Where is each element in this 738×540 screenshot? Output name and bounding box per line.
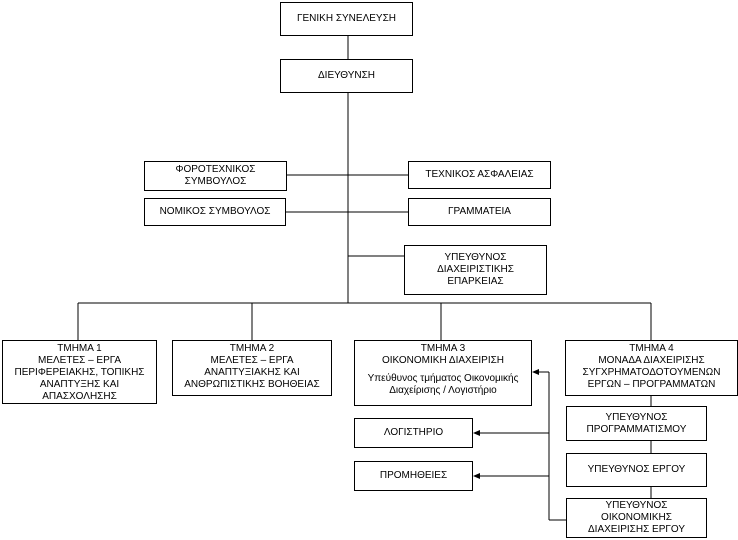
department-4-line: ΤΜΗΜΑ 4	[629, 343, 674, 354]
safety-technician-box: ΤΕΧΝΙΚΟΣ ΑΣΦΑΛΕΙΑΣ	[408, 161, 551, 189]
financial-officer-line: ΥΠΕΥΘΥΝΟΣ	[605, 500, 668, 511]
financial-officer-box: ΥΠΕΥΘΥΝΟΣ ΟΙΚΟΝΟΜΙΚΗΣ ΔΙΑΧΕΙΡΙΣΗΣ ΕΡΓΟΥ	[566, 498, 707, 538]
planning-officer-box: ΥΠΕΥΘΥΝΟΣ ΠΡΟΓΡΑΜΜΑΤΙΣΜΟΥ	[566, 406, 707, 441]
planning-officer-line: ΥΠΕΥΘΥΝΟΣ	[605, 411, 668, 423]
department-4-line: ΜΟΝΑΔΑ ΔΙΑΧΕΙΡΙΣΗΣ	[598, 355, 705, 366]
arrow-to-dept3	[532, 369, 539, 375]
department-1-line: ΤΜΗΜΑ 1	[57, 343, 102, 354]
department-3-box: ΤΜΗΜΑ 3 ΟΙΚΟΝΟΜΙΚΗ ΔΙΑΧΕΙΡΙΣΗ Υπεύθυνος …	[354, 340, 532, 406]
planning-officer-line: ΠΡΟΓΡΑΜΜΑΤΙΣΜΟΥ	[586, 423, 687, 435]
department-3-line: ΤΜΗΜΑ 3	[420, 343, 466, 354]
tax-advisor-line: ΦΟΡΟΤΕΧΝΙΚΟΣ	[175, 164, 256, 175]
adequacy-officer-line: ΥΠΕΥΘΥΝΟΣ	[444, 252, 507, 263]
department-3-line: ΟΙΚΟΝΟΜΙΚΗ ΔΙΑΧΕΙΡΙΣΗ	[381, 355, 505, 366]
financial-officer-line: ΟΙΚΟΝΟΜΙΚΗΣ	[601, 512, 672, 523]
safety-technician-label: ΤΕΧΝΙΚΟΣ ΑΣΦΑΛΕΙΑΣ	[425, 169, 534, 180]
legal-advisor-box: ΝΟΜΙΚΟΣ ΣΥΜΒΟΥΛΟΣ	[144, 198, 286, 226]
department-3-head-line: Υπεύθυνος τμήματος Οικονομικής	[367, 373, 519, 384]
secretariat-label: ΓΡΑΜΜΑΤΕΙΑ	[448, 206, 511, 217]
department-1-line: ΑΝΑΠΤΥΞΗΣ ΚΑΙ	[39, 379, 120, 390]
department-1-box: ΤΜΗΜΑ 1 ΜΕΛΕΤΕΣ – ΕΡΓΑ ΠΕΡΙΦΕΡΕΙΑΚΗΣ, ΤΟ…	[2, 340, 157, 404]
procurement-box: ΠΡΟΜΗΘΕΙΕΣ	[354, 461, 473, 491]
adequacy-officer-box: ΥΠΕΥΘΥΝΟΣ ΔΙΑΧΕΙΡΙΣΤΙΚΗΣ ΕΠΑΡΚΕΙΑΣ	[404, 245, 547, 295]
adequacy-officer-line: ΔΙΑΧΕΙΡΙΣΤΙΚΗΣ	[437, 264, 514, 275]
department-3-head-line: Διαχείρισης / Λογιστήριο	[389, 385, 497, 396]
financial-officer-line: ΔΙΑΧΕΙΡΙΣΗΣ ΕΡΓΟΥ	[587, 524, 686, 535]
department-2-box: ΤΜΗΜΑ 2 ΜΕΛΕΤΕΣ – ΕΡΓΑ ΑΝΑΠΤΥΞΙΑΚΗΣ ΚΑΙ …	[172, 340, 332, 396]
project-officer-box: ΥΠΕΥΘΥΝΟΣ ΕΡΓΟΥ	[566, 453, 707, 487]
tax-advisor-line: ΣΥΜΒΟΥΛΟΣ	[184, 176, 247, 187]
arrow-to-procurement	[473, 473, 480, 479]
secretariat-box: ΓΡΑΜΜΑΤΕΙΑ	[408, 198, 551, 226]
department-4-line: ΕΡΓΩΝ – ΠΡΟΓΡΑΜΜΑΤΩΝ	[587, 379, 716, 390]
accounting-box: ΛΟΓΙΣΤΗΡΙΟ	[354, 418, 473, 448]
department-4-box: ΤΜΗΜΑ 4 ΜΟΝΑΔΑ ΔΙΑΧΕΙΡΙΣΗΣ ΣΥΓΧΡΗΜΑΤΟΔΟΤ…	[565, 340, 738, 396]
department-1-line: ΠΕΡΙΦΕΡΕΙΑΚΗΣ, ΤΟΠΙΚΗΣ	[14, 367, 145, 378]
department-1-line: ΜΕΛΕΤΕΣ – ΕΡΓΑ	[37, 355, 122, 366]
management-box: ΔΙΕΥΘΥΝΣΗ	[280, 59, 413, 93]
arrow-to-accounting	[473, 430, 480, 436]
management-label: ΔΙΕΥΘΥΝΣΗ	[318, 70, 375, 81]
tax-advisor-box: ΦΟΡΟΤΕΧΝΙΚΟΣ ΣΥΜΒΟΥΛΟΣ	[144, 161, 287, 191]
department-2-line: ΜΕΛΕΤΕΣ – ΕΡΓΑ	[210, 355, 294, 366]
department-4-line: ΣΥΓΧΡΗΜΑΤΟΔΟΤΟΥΜΕΝΩΝ	[582, 367, 721, 378]
adequacy-officer-line: ΕΠΑΡΚΕΙΑΣ	[447, 276, 504, 287]
general-assembly-box: ΓΕΝΙΚΗ ΣΥΝΕΛΕΥΣΗ	[280, 2, 413, 36]
accounting-label: ΛΟΓΙΣΤΗΡΙΟ	[383, 427, 444, 438]
project-officer-label: ΥΠΕΥΘΥΝΟΣ ΕΡΓΟΥ	[587, 464, 686, 475]
department-2-line: ΑΝΘΡΩΠΙΣΤΙΚΗΣ ΒΟΗΘΕΙΑΣ	[184, 379, 320, 390]
department-1-line: ΑΠΑΣΧΟΛΗΣΗΣ	[42, 391, 117, 402]
general-assembly-label: ΓΕΝΙΚΗ ΣΥΝΕΛΕΥΣΗ	[296, 13, 396, 24]
department-2-line: ΑΝΑΠΤΥΞΙΑΚΗΣ ΚΑΙ	[204, 367, 300, 378]
procurement-label: ΠΡΟΜΗΘΕΙΕΣ	[379, 470, 448, 481]
department-2-line: ΤΜΗΜΑ 2	[229, 343, 275, 354]
legal-advisor-label: ΝΟΜΙΚΟΣ ΣΥΜΒΟΥΛΟΣ	[159, 206, 271, 217]
